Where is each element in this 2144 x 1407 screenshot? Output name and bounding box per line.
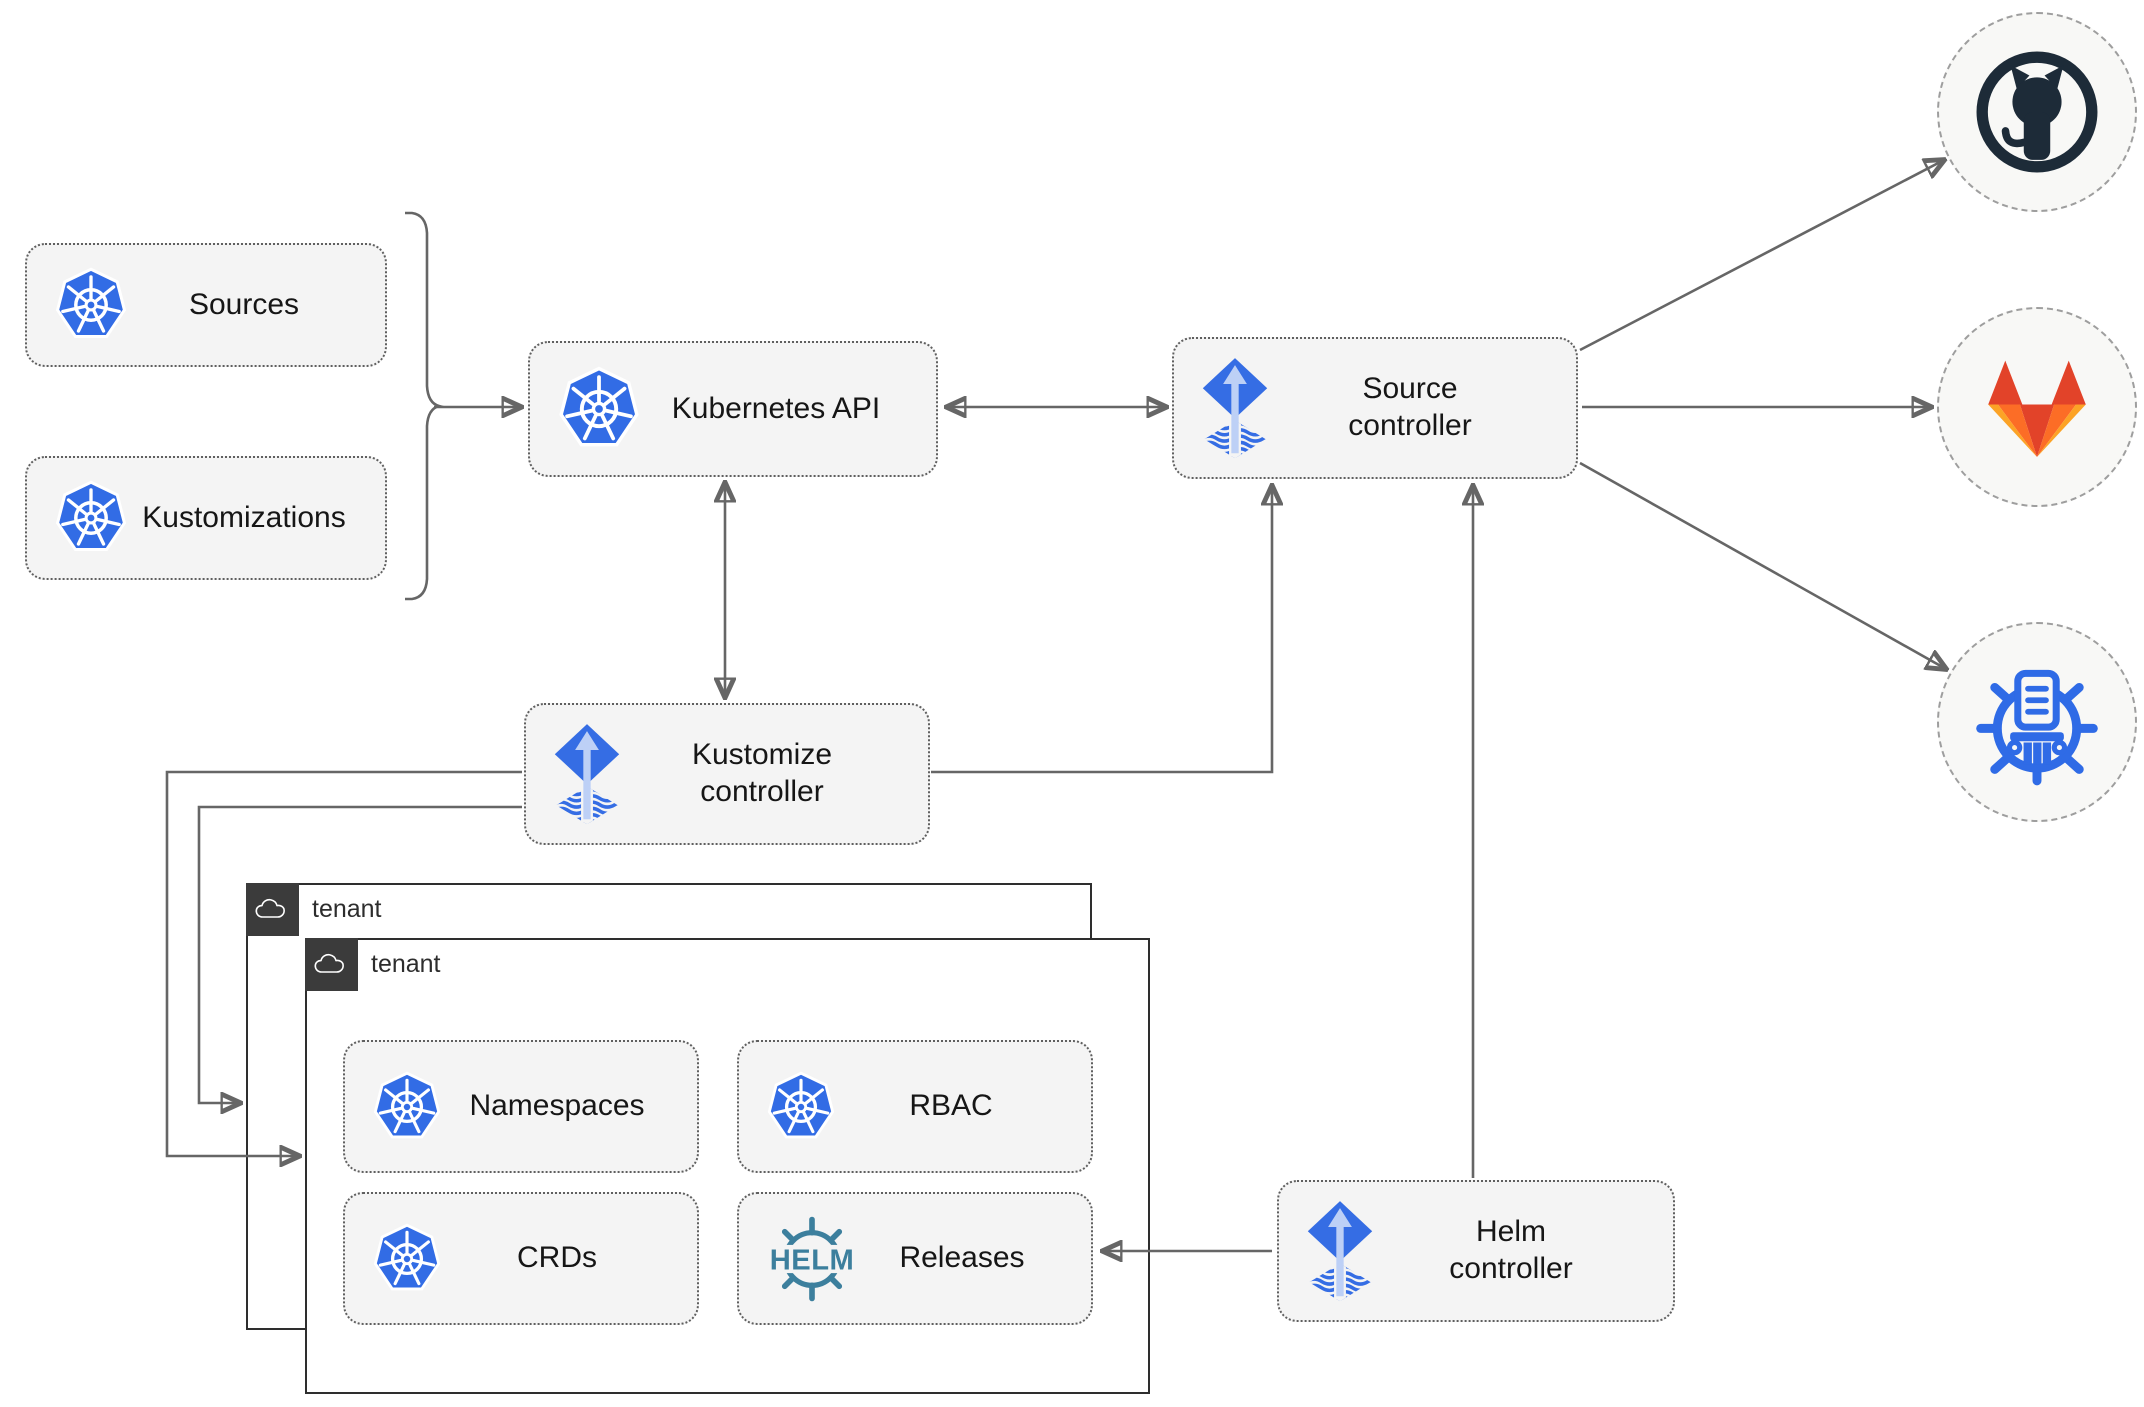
node-label: Kubernetes API <box>671 391 881 425</box>
kubernetes-icon <box>53 480 129 556</box>
kubernetes-icon <box>765 1071 837 1143</box>
kubernetes-icon <box>53 267 129 343</box>
gitlab-icon <box>1976 352 2098 462</box>
node-kustomizations: Kustomizations <box>25 456 387 580</box>
bracket-sources-group <box>405 211 444 601</box>
node-label: Helm controller <box>1449 1215 1573 1285</box>
node-sources: Sources <box>25 243 387 367</box>
external-helm-repository <box>1937 622 2137 822</box>
node-crds: CRDs <box>343 1192 699 1325</box>
node-kubernetes-api: Kubernetes API <box>528 341 938 477</box>
external-gitlab <box>1937 307 2137 507</box>
cloud-icon <box>313 952 349 977</box>
node-label: RBAC <box>909 1089 993 1123</box>
edge-kustomize-to-source <box>931 486 1272 774</box>
cloud-icon <box>254 897 290 922</box>
node-rbac: RBAC <box>737 1040 1093 1173</box>
node-label: Source controller <box>1348 372 1472 442</box>
kubernetes-icon <box>556 366 642 452</box>
tenant-label: tenant <box>371 949 441 978</box>
node-label: Kustomize controller <box>691 738 833 808</box>
node-kustomize-controller: Kustomize controller <box>524 703 930 845</box>
edge-source-to-github <box>1579 160 1944 352</box>
node-namespaces: Namespaces <box>343 1040 699 1173</box>
tenant-badge <box>245 882 299 936</box>
node-label: Releases <box>899 1241 1025 1275</box>
tenant-badge <box>304 937 358 991</box>
flux-icon <box>552 722 622 827</box>
node-label: Namespaces <box>469 1089 645 1123</box>
flux-icon <box>1200 356 1270 461</box>
edge-source-to-helmrepo <box>1579 461 1946 669</box>
github-icon <box>1974 49 2100 175</box>
chartmuseum-icon <box>1973 658 2101 786</box>
node-source-controller: Source controller <box>1172 337 1578 479</box>
kubernetes-icon <box>371 1223 443 1295</box>
node-label: Sources <box>188 287 300 321</box>
external-github <box>1937 12 2137 212</box>
tenant-label: tenant <box>312 894 382 923</box>
node-label: CRDs <box>517 1241 597 1275</box>
node-label: Kustomizations <box>142 500 346 534</box>
kubernetes-icon <box>371 1071 443 1143</box>
flux-icon <box>1305 1199 1375 1304</box>
helm-icon <box>765 1212 859 1306</box>
node-helm-controller: Helm controller <box>1277 1180 1675 1322</box>
node-releases: Releases <box>737 1192 1093 1325</box>
